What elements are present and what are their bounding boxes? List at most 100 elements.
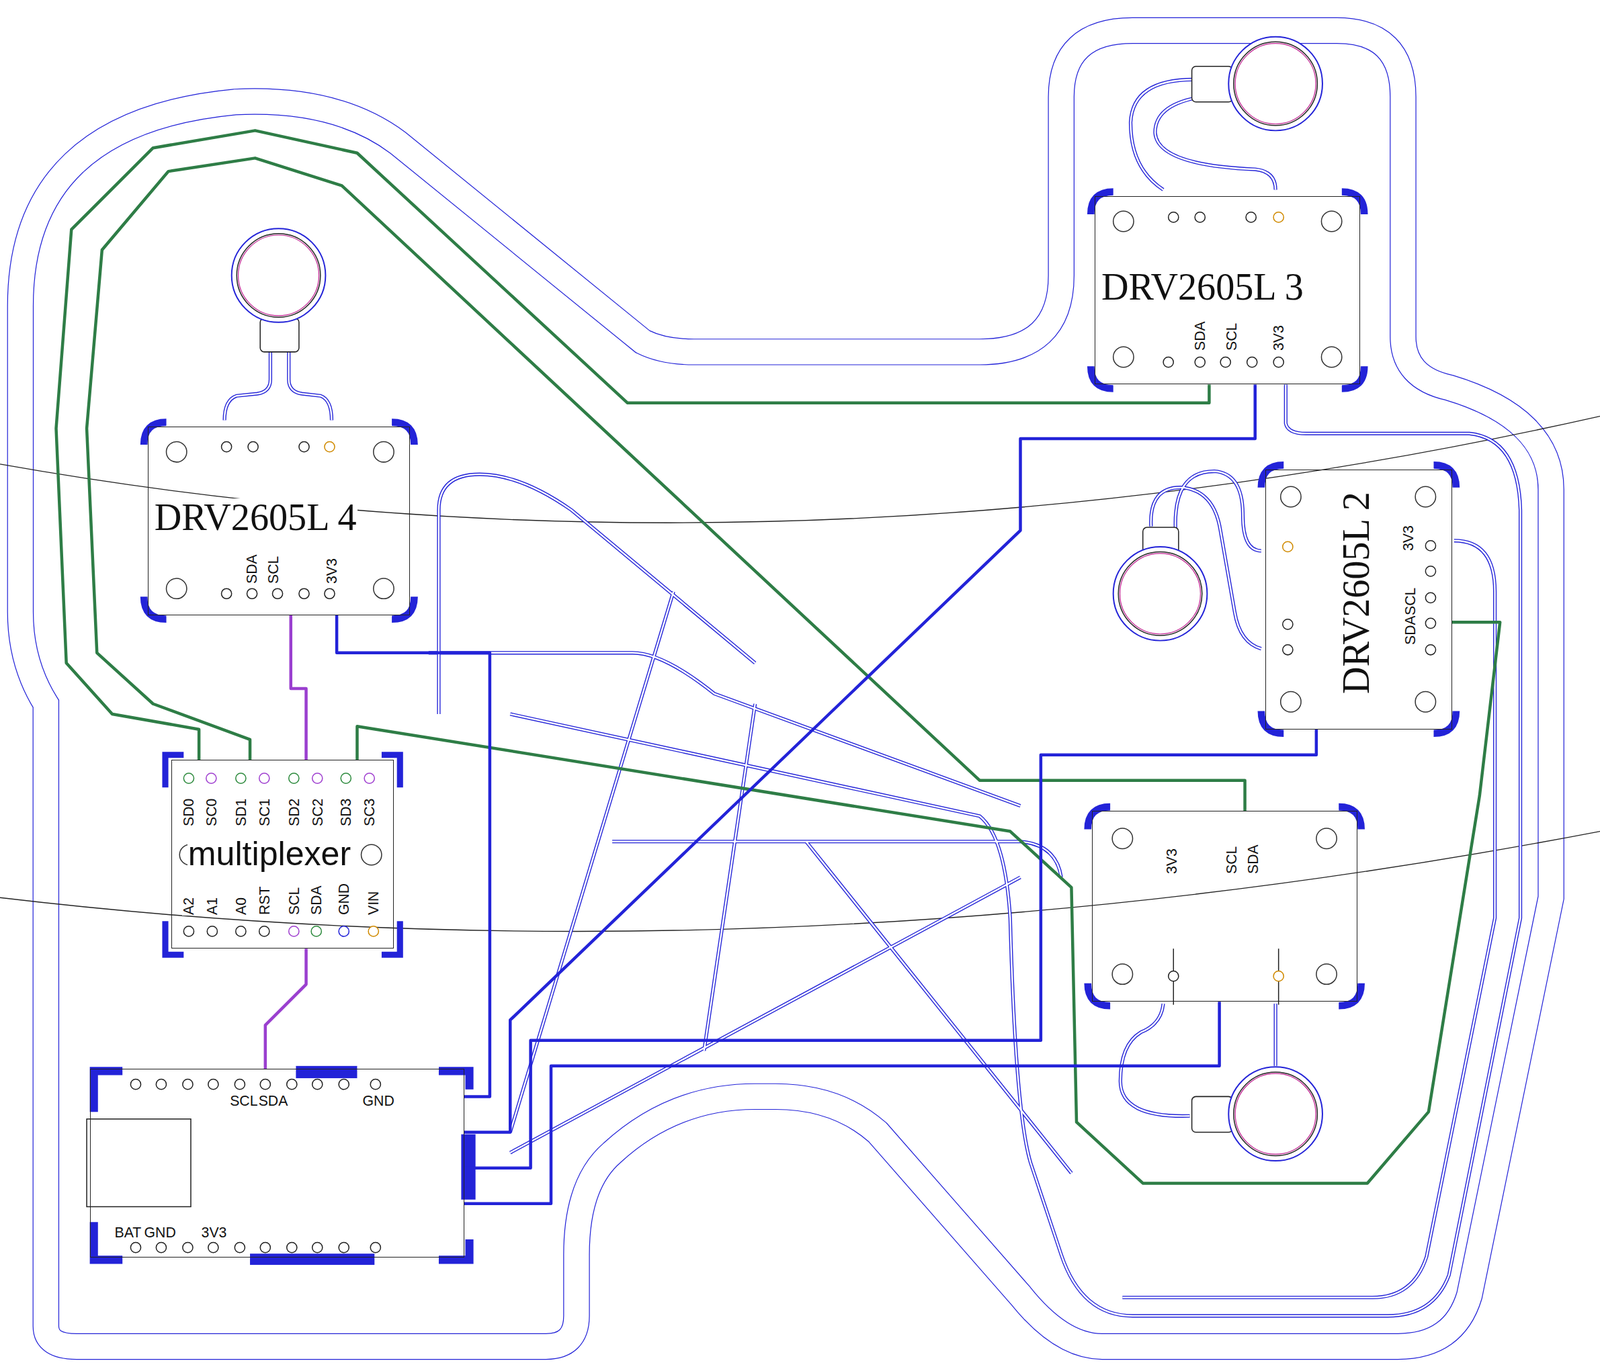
text-holder: SD2 [287, 798, 302, 828]
motor-body [1233, 41, 1318, 126]
trace-group [224, 79, 1521, 1316]
text-holder: GND [143, 1226, 177, 1241]
text-holder: 3V3 [1165, 848, 1180, 876]
trace-connector [86, 157, 1245, 812]
trace-gap [438, 474, 756, 715]
text-holder: SCL [1225, 322, 1240, 352]
pin [1168, 212, 1179, 223]
pin-label: SDA [258, 1094, 289, 1109]
pin [370, 1243, 381, 1254]
motor-outline [231, 228, 326, 323]
text-holder: SD0 [182, 798, 197, 828]
corner-bracket [438, 1239, 470, 1260]
trace-gap-group [224, 79, 1521, 1316]
pin [208, 1243, 219, 1254]
mounting-holes [166, 211, 1437, 985]
text-holder: SC2 [311, 798, 326, 828]
pin [1425, 540, 1436, 552]
mounting-hole [1415, 692, 1436, 713]
pin [1194, 356, 1205, 367]
corner-bracket [381, 921, 400, 955]
trace-gap [288, 352, 332, 421]
mux-brackets [165, 755, 400, 956]
trace-gap [704, 704, 756, 1051]
trace-gap [510, 592, 674, 1133]
text-holder: SCL [287, 887, 302, 916]
pin [338, 1243, 349, 1254]
corner-bracket [391, 422, 414, 445]
pin-label: SD0 [182, 798, 197, 828]
pin-label: SCL [1403, 586, 1418, 616]
mounting-hole [361, 844, 382, 865]
pin-label: SC0 [204, 798, 220, 828]
pin [130, 1079, 141, 1090]
pin [1247, 356, 1258, 367]
text-holder: SD3 [339, 798, 354, 828]
text-holder: A0 [234, 897, 249, 916]
pin [206, 926, 218, 937]
text-holder: SCL [229, 1094, 259, 1109]
trace-gap [428, 653, 1021, 807]
text-holder: multiplexer [187, 837, 352, 871]
corner-bracket [391, 596, 414, 619]
pin [155, 1079, 166, 1090]
corner-bracket [1433, 465, 1456, 488]
trace-gap [1274, 1003, 1277, 1067]
text-holder: SDA [1403, 614, 1418, 646]
pin [1220, 356, 1231, 367]
pin-label: SCL [1225, 322, 1240, 352]
pin-label: 3V3 [1165, 848, 1180, 876]
pin-label: VIN [366, 891, 382, 916]
pin-label: GND [362, 1094, 396, 1109]
text-holder: SDA [309, 885, 324, 916]
module-board: DRV2605L 3SDASCL3V3 [1094, 196, 1361, 386]
motor-body [1233, 1072, 1318, 1157]
pin [206, 773, 217, 784]
pin [260, 1243, 271, 1254]
text-holder: SC1 [258, 798, 273, 828]
pin [1168, 971, 1179, 982]
trace-gap [1130, 79, 1194, 190]
pin [182, 1243, 193, 1254]
pin [183, 773, 194, 784]
trace-connector [265, 948, 307, 1070]
trace-connector [356, 622, 1500, 1184]
mounting-hole [1316, 964, 1337, 985]
pin [340, 773, 351, 784]
pin-label: 3V3 [1401, 524, 1416, 552]
pins [130, 212, 1436, 1254]
trace-gap [510, 877, 1021, 1154]
pin [1273, 356, 1284, 367]
motor-body [238, 235, 320, 316]
pin-label: BAT [114, 1226, 143, 1241]
mounting-hole [1321, 346, 1342, 367]
text-holder: 3V3 [1401, 524, 1416, 552]
trace-gap [1175, 471, 1262, 552]
pin [272, 588, 283, 599]
pin [1273, 971, 1284, 982]
corner-bracket [94, 1071, 123, 1113]
pin [234, 1243, 245, 1254]
motor-tab [1192, 1096, 1234, 1133]
mounting-hole [373, 578, 394, 599]
motor-body [236, 233, 321, 318]
trace-connector [290, 615, 307, 761]
trace [1175, 471, 1262, 552]
text-holder: VIN [366, 891, 382, 916]
text-holder: 3V3 [200, 1226, 228, 1241]
trace-connector [56, 130, 1210, 761]
pin-label: SCL [229, 1094, 259, 1109]
pin-label: SDA [1403, 614, 1418, 646]
pin-label: SD2 [287, 798, 302, 828]
pin-label: SDA [1246, 844, 1261, 876]
pin [364, 773, 375, 784]
motor-outline [1228, 1067, 1323, 1162]
corner-bracket [1338, 983, 1361, 1006]
trace-gap [1120, 1003, 1190, 1117]
text-holder: GND [362, 1094, 396, 1109]
module-title: DRV2605L 4 [153, 498, 358, 537]
module-board: DRV2605L 4SDASCL3V3 [147, 426, 410, 616]
motor-body [1118, 552, 1203, 637]
pin [324, 588, 335, 599]
corner-bracket [1087, 983, 1111, 1006]
